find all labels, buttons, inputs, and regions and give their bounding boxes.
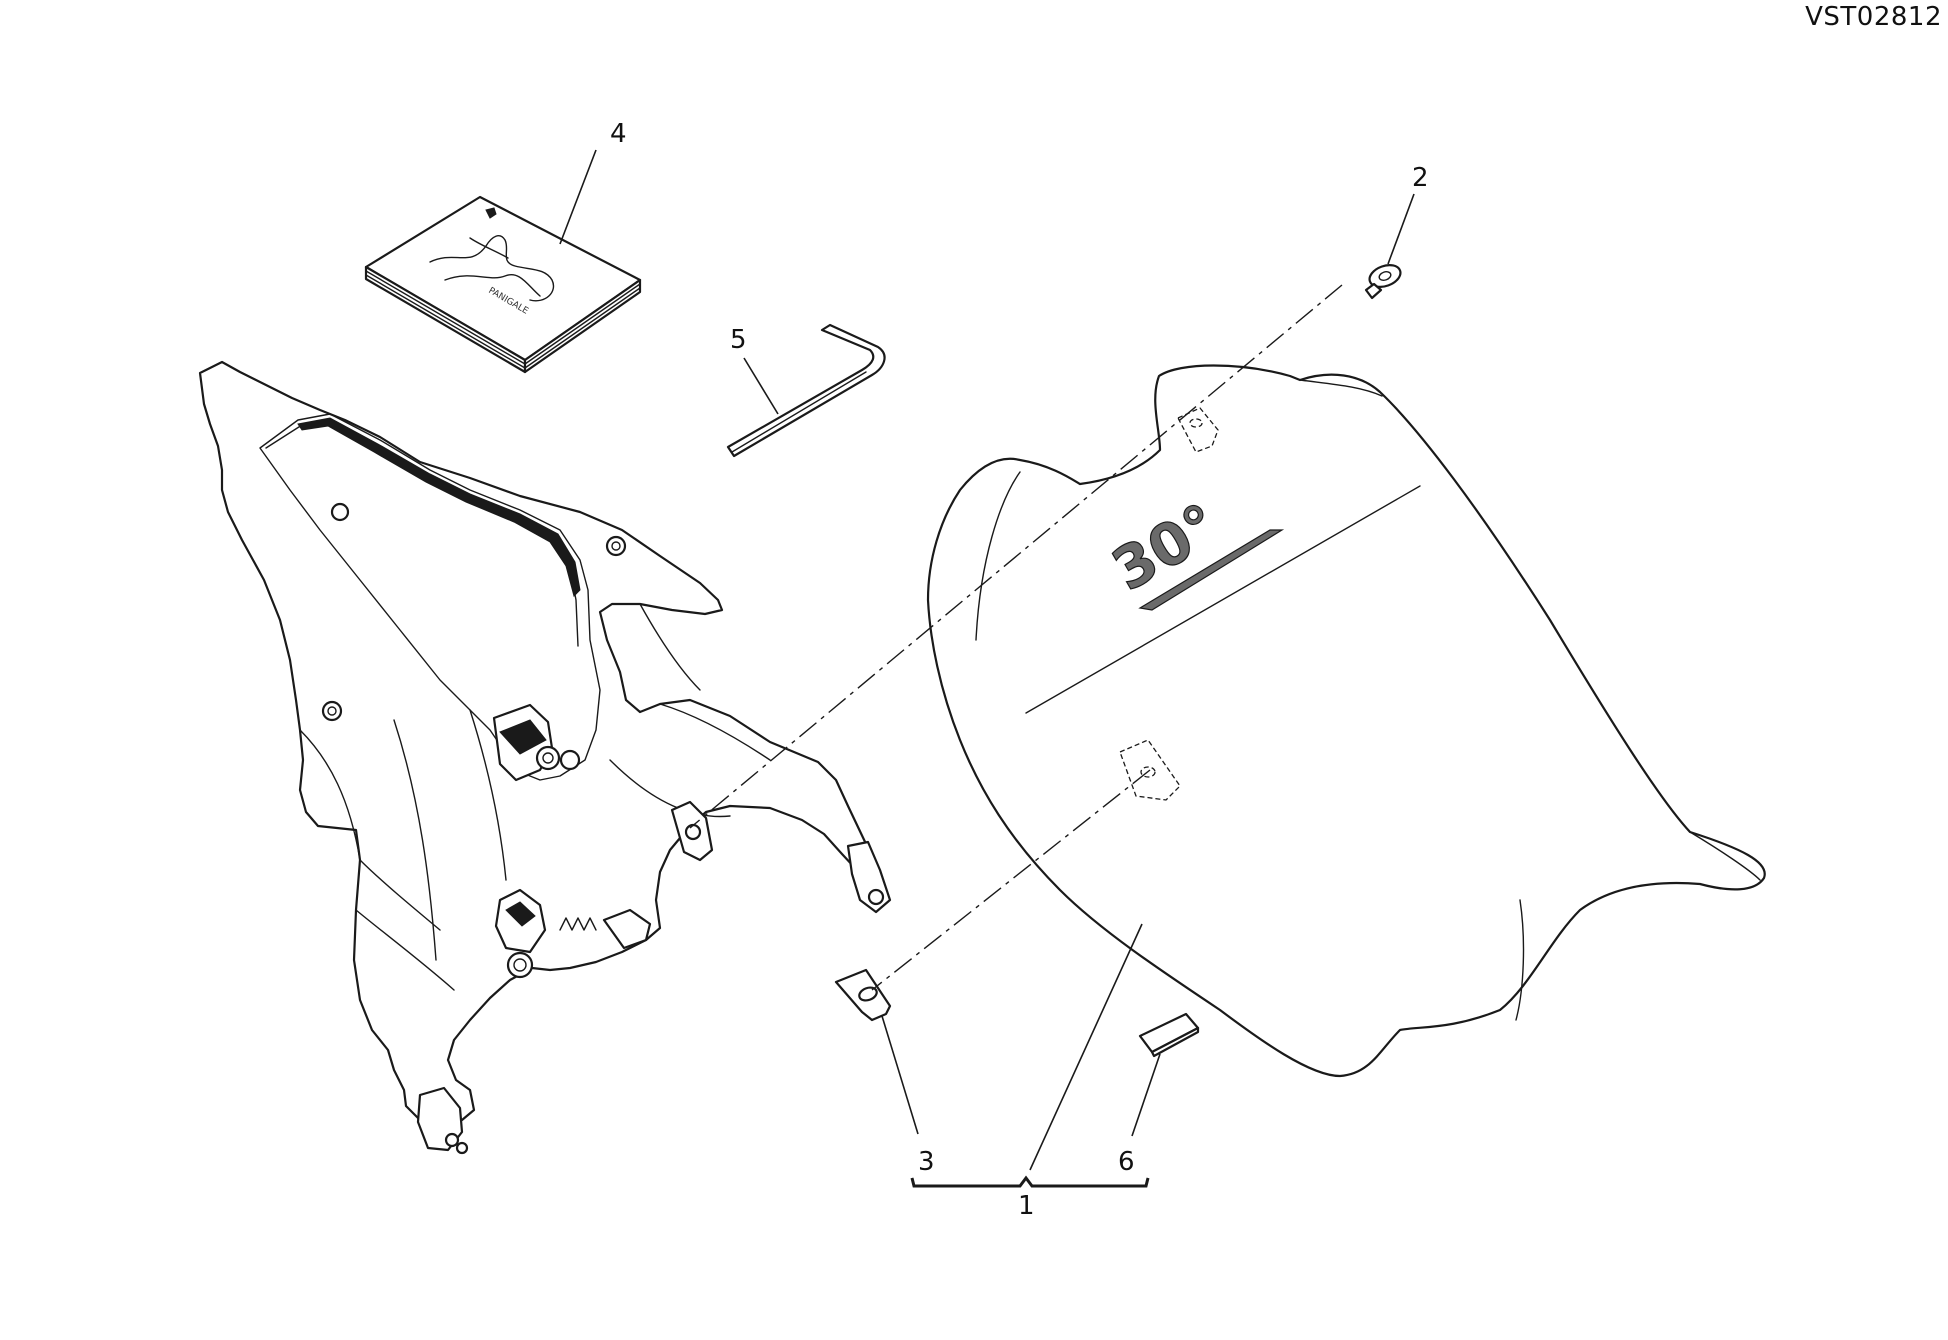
callout-5: 5 bbox=[730, 325, 747, 355]
ducati-shield-icon bbox=[485, 207, 497, 219]
callout-1: 1 bbox=[1018, 1191, 1035, 1221]
screw bbox=[1364, 264, 1402, 300]
manual-booklet: PANIGALE bbox=[364, 195, 642, 374]
rear-subframe bbox=[198, 360, 892, 1155]
seat-insert-clip bbox=[834, 968, 892, 1022]
leader-lines bbox=[559, 149, 1415, 1188]
manual-cover-artwork bbox=[429, 235, 555, 302]
callout-4: 4 bbox=[610, 119, 627, 149]
callout-2: 2 bbox=[1412, 163, 1429, 193]
assembly-axes bbox=[689, 284, 1343, 991]
drawing-id: VST02812 bbox=[1805, 2, 1942, 32]
adhesive-pad bbox=[1138, 1012, 1200, 1058]
callout-6: 6 bbox=[1118, 1147, 1135, 1177]
callout-3: 3 bbox=[918, 1147, 935, 1177]
seat-cover: 30° bbox=[926, 364, 1766, 1078]
hex-key bbox=[726, 323, 886, 458]
